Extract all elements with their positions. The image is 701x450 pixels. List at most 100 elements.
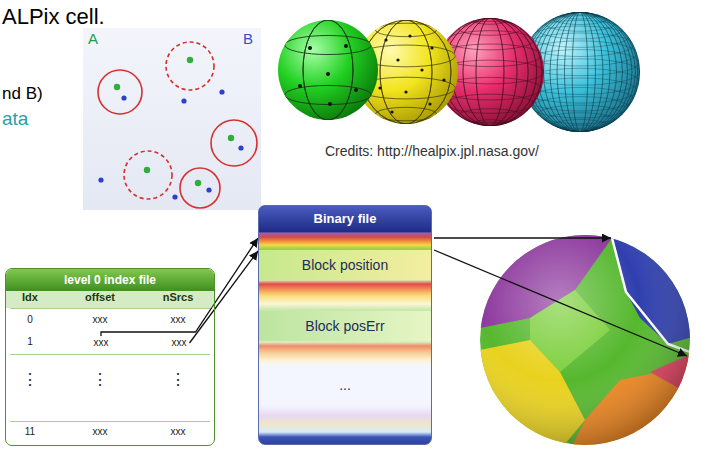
node-text: xxx — [172, 337, 187, 348]
label-slot: ALPix cell. — [2, 4, 202, 30]
table-cell-text: ⋮ — [22, 371, 38, 388]
grid-line — [532, 12, 627, 132]
credit-note: Credits: http://healpix.jpl.nasa.gov/ — [325, 143, 539, 159]
node-text: Block posErr — [305, 318, 384, 334]
file-block-band: Block position — [259, 250, 431, 280]
row-separator — [10, 308, 210, 309]
label-slot: Idx — [5, 291, 55, 304]
grid-line — [490, 18, 491, 126]
grid-line — [572, 12, 588, 132]
grid-line — [545, 16, 616, 32]
node-text: xxx — [94, 337, 109, 348]
row-separator — [10, 421, 210, 422]
table-cell-text: nSrcs — [163, 291, 194, 303]
table-cell-text: ⋮ — [170, 371, 186, 388]
grid-line — [527, 33, 634, 57]
grid-line — [473, 17, 506, 24]
grid-line — [532, 12, 627, 132]
table-cell-text: 0 — [27, 314, 33, 325]
grid-line — [375, 23, 436, 36]
table-cell-text: xxx — [93, 314, 108, 325]
table-cell: xxx — [91, 336, 112, 350]
label-slot: ⋮ — [15, 370, 45, 389]
label-slot: xxx — [75, 426, 125, 438]
label-slot: 1 — [10, 336, 50, 348]
table-cell: xxx — [169, 336, 190, 350]
binary-file-box: Binary fileBlock positionBlock posErr... — [258, 205, 432, 445]
table-cell-text: 11 — [25, 426, 35, 437]
node-text: Block position — [302, 257, 388, 273]
grid-line — [527, 87, 634, 111]
grid-line — [580, 12, 581, 132]
grid-line — [303, 20, 353, 120]
label-slot: nSrcs — [148, 291, 208, 304]
grid-line — [531, 26, 628, 47]
table-cell-text: Idx — [22, 291, 38, 303]
label-slot: 11 — [10, 426, 50, 438]
grid-line — [545, 113, 616, 129]
grid-line — [285, 85, 372, 104]
label-slot: A — [88, 30, 108, 48]
grid-line — [458, 21, 521, 35]
table-cell-text: xxx — [171, 314, 186, 325]
label-slot: nd B) — [2, 84, 72, 104]
grid-line — [543, 12, 616, 132]
grid-line — [531, 97, 628, 118]
grid-line — [561, 125, 598, 133]
table-cell-text: xxx — [93, 426, 108, 437]
table-cell-text: ⋮ — [92, 371, 108, 388]
grid-line — [538, 12, 623, 132]
table-cell-text: offset — [85, 291, 115, 303]
healpix-sphere — [278, 20, 378, 120]
source-dots-b — [98, 89, 243, 199]
grid-line — [463, 18, 517, 126]
leader-arrow — [434, 238, 687, 356]
grid-line — [476, 18, 504, 126]
grid-line — [553, 119, 607, 131]
header-text: level 0 index file — [6, 269, 214, 291]
label-slot: Credits: http://healpix.jpl.nasa.gov/ — [325, 143, 625, 160]
healpix-globe — [470, 230, 700, 450]
grid-line — [406, 20, 407, 124]
grid-line — [550, 12, 610, 132]
header-text: Binary file — [259, 206, 431, 232]
grid-line — [550, 12, 610, 132]
grid-line — [375, 107, 436, 120]
label-slot: ⋮ — [163, 370, 193, 389]
grid-line — [553, 13, 607, 25]
slide-text: ata — [2, 108, 28, 129]
grid-line — [538, 12, 623, 132]
grid-line — [476, 18, 504, 126]
label-slot: ata — [2, 108, 72, 131]
grid-line — [543, 12, 616, 132]
grid-line — [285, 35, 372, 54]
grid-line — [452, 18, 528, 126]
grid-line — [564, 12, 595, 132]
grid-line — [452, 18, 528, 126]
grid-line — [561, 11, 598, 19]
catalog-letter: B — [243, 30, 253, 47]
label-slot: xxx — [75, 314, 125, 326]
grid-line — [463, 18, 517, 126]
catalog-letter: A — [88, 30, 98, 47]
grid-line — [473, 120, 506, 127]
grid-line — [446, 31, 533, 50]
file-block-band: Block posErr — [259, 311, 431, 341]
grid-line — [557, 12, 603, 132]
grid-line — [564, 12, 595, 132]
grid-line — [538, 105, 623, 124]
label-slot: ⋮ — [85, 370, 115, 389]
grid-line — [572, 12, 588, 132]
grid-line — [446, 94, 533, 113]
table-cell-text: 1 — [27, 336, 33, 347]
label-slot: 0 — [10, 314, 50, 326]
grid-line — [303, 20, 353, 120]
match-circles — [98, 42, 257, 208]
label-slot: xxx — [153, 314, 203, 326]
slide-text: ALPix cell. — [2, 4, 105, 29]
table-cell-text: xxx — [171, 426, 186, 437]
source-dots-a — [114, 57, 234, 186]
grid-line — [458, 109, 521, 123]
row-separator — [10, 354, 210, 355]
